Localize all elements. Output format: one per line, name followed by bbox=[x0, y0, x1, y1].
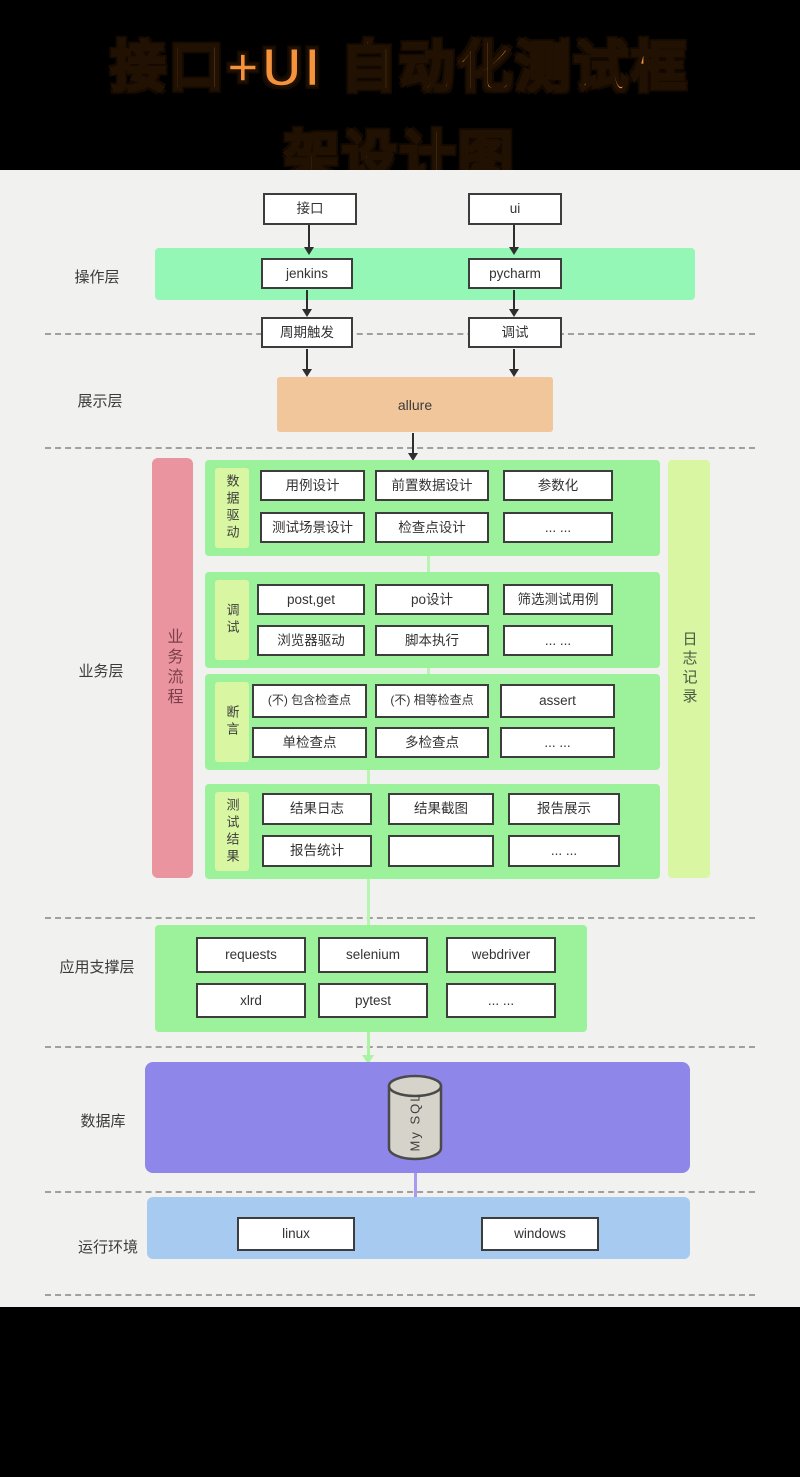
node-selenium: selenium bbox=[318, 937, 428, 973]
node-browser-driver: 浏览器驱动 bbox=[257, 625, 365, 656]
layer-label-display: 展示层 bbox=[77, 393, 123, 410]
node-interface: 接口 bbox=[263, 193, 357, 225]
node-webdriver: webdriver bbox=[446, 937, 556, 973]
node-debug: 调试 bbox=[468, 317, 562, 348]
arrow-debug-to-allure bbox=[509, 349, 519, 377]
node-linux: linux bbox=[237, 1217, 355, 1251]
connector-group2-group3 bbox=[427, 666, 430, 676]
node-pycharm: pycharm bbox=[468, 258, 562, 289]
divider-database bbox=[45, 1191, 755, 1193]
node-equals-checkpoint: (不) 相等检查点 bbox=[375, 684, 489, 718]
node-windows: windows bbox=[481, 1217, 599, 1251]
node-xlrd: xlrd bbox=[196, 983, 306, 1018]
node-contains-checkpoint: (不) 包含检查点 bbox=[252, 684, 367, 718]
business-flow-bar: 业务流程 bbox=[152, 458, 193, 878]
group-chip-assertion: 断言 bbox=[215, 682, 249, 762]
log-record-bar: 日志记录 bbox=[668, 460, 710, 878]
layer-label-database: 数据库 bbox=[80, 1113, 126, 1130]
node-result-screenshot: 结果截图 bbox=[388, 793, 494, 825]
node-filter-cases: 筛选测试用例 bbox=[503, 584, 613, 615]
node-scenario-design: 测试场景设计 bbox=[260, 512, 365, 543]
group-chip-test-result: 测试结果 bbox=[215, 792, 249, 871]
node-more-1: ... ... bbox=[503, 512, 613, 543]
node-more-2: ... ... bbox=[503, 625, 613, 656]
layer-label-support: 应用支撑层 bbox=[59, 959, 135, 976]
divider-operation bbox=[45, 333, 755, 335]
node-ui: ui bbox=[468, 193, 562, 225]
node-single-checkpoint: 单检查点 bbox=[252, 727, 367, 758]
divider-business bbox=[45, 917, 755, 919]
node-more-5: ... ... bbox=[446, 983, 556, 1018]
arrow-support-to-database bbox=[362, 1030, 374, 1064]
arrow-trigger-to-allure bbox=[302, 349, 312, 377]
node-periodic-trigger: 周期触发 bbox=[261, 317, 353, 348]
node-po-design: po设计 bbox=[375, 584, 489, 615]
layer-label-business: 业务层 bbox=[78, 663, 124, 680]
layer-label-operation: 操作层 bbox=[74, 269, 120, 286]
node-post-get: post,get bbox=[257, 584, 365, 615]
page-title-line1: 接口+UI 自动化测试框 bbox=[110, 35, 690, 100]
arrow-jenkins-to-trigger bbox=[302, 290, 312, 317]
group-chip-data-driven: 数据驱动 bbox=[215, 468, 249, 548]
node-report-display: 报告展示 bbox=[508, 793, 620, 825]
divider-support bbox=[45, 1046, 755, 1048]
arrow-interface-to-jenkins bbox=[304, 225, 314, 255]
operation-layer-band bbox=[155, 248, 695, 300]
node-more-4: ... ... bbox=[508, 835, 620, 867]
group-chip-debug: 调试 bbox=[215, 580, 249, 660]
mysql-cylinder-icon: My SQL bbox=[386, 1073, 444, 1163]
support-layer-box: requests selenium webdriver xlrd pytest … bbox=[155, 925, 587, 1032]
node-jenkins: jenkins bbox=[261, 258, 353, 289]
node-allure: allure bbox=[277, 377, 553, 432]
node-script-exec: 脚本执行 bbox=[375, 625, 489, 656]
layer-label-runtime: 运行环境 bbox=[77, 1239, 138, 1256]
node-report-stats: 报告统计 bbox=[262, 835, 372, 867]
node-multi-checkpoint: 多检查点 bbox=[375, 727, 489, 758]
mysql-label: My SQL bbox=[407, 1092, 423, 1152]
divider-runtime bbox=[45, 1294, 755, 1296]
node-more-3: ... ... bbox=[500, 727, 615, 758]
connector-group3-group4 bbox=[367, 768, 370, 786]
node-checkpoint-design: 检查点设计 bbox=[375, 512, 489, 543]
arrow-pycharm-to-debug bbox=[509, 290, 519, 317]
node-requests: requests bbox=[196, 937, 306, 973]
node-empty bbox=[388, 835, 494, 867]
node-result-log: 结果日志 bbox=[262, 793, 372, 825]
divider-display bbox=[45, 447, 755, 449]
runtime-layer-box bbox=[147, 1197, 690, 1259]
business-flow-bar-label: 业务流程 bbox=[164, 628, 182, 708]
node-predata-design: 前置数据设计 bbox=[375, 470, 489, 501]
node-parameterization: 参数化 bbox=[503, 470, 613, 501]
node-usecase-design: 用例设计 bbox=[260, 470, 365, 501]
connector-group1-group2 bbox=[427, 554, 430, 574]
business-group-debug: 调试 post,get po设计 筛选测试用例 浏览器驱动 脚本执行 ... .… bbox=[205, 572, 660, 668]
business-group-assertion: 断言 (不) 包含检查点 (不) 相等检查点 assert 单检查点 多检查点 … bbox=[205, 674, 660, 770]
arrow-allure-to-business bbox=[408, 433, 418, 461]
connector-group4-support bbox=[367, 877, 370, 925]
business-group-data-driven: 数据驱动 用例设计 前置数据设计 参数化 测试场景设计 检查点设计 ... ..… bbox=[205, 460, 660, 556]
business-group-test-result: 测试结果 结果日志 结果截图 报告展示 报告统计 ... ... bbox=[205, 784, 660, 879]
node-pytest: pytest bbox=[318, 983, 428, 1018]
log-record-bar-label: 日志记录 bbox=[680, 631, 698, 707]
arrow-ui-to-pycharm bbox=[509, 225, 519, 255]
node-assert: assert bbox=[500, 684, 615, 718]
